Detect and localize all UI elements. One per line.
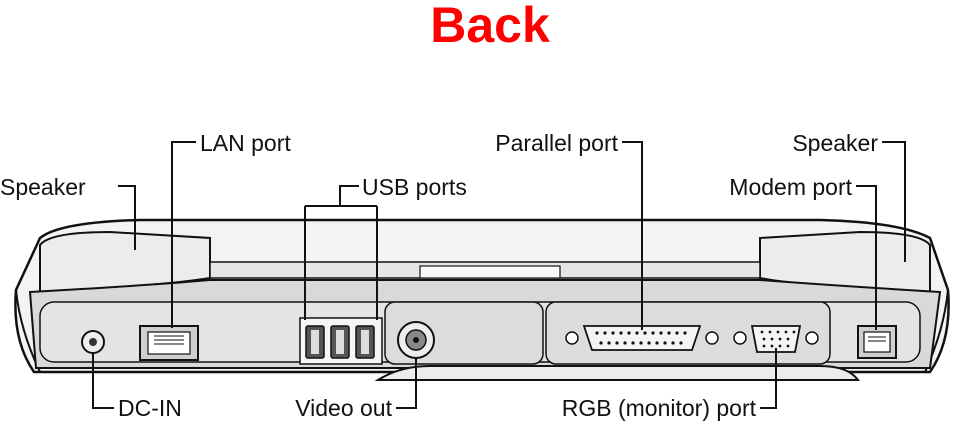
callout-labels: LAN port USB ports Parallel port Speaker… <box>0 130 878 421</box>
diagram-title: Back <box>430 0 550 53</box>
lan-port-label: LAN port <box>200 130 291 156</box>
rgb-port-jack <box>733 325 819 353</box>
modem-port-label: Modem port <box>729 174 852 200</box>
speaker-left-label: Speaker <box>0 174 86 200</box>
parallel-port-label: Parallel port <box>495 130 618 156</box>
rgb-port-label: RGB (monitor) port <box>562 395 757 421</box>
usb-ports-label: USB ports <box>362 174 467 200</box>
lan-port-jack <box>139 325 199 361</box>
dc-in-label: DC-IN <box>118 395 182 421</box>
parallel-port-jack <box>565 325 719 351</box>
usb-ports-jack <box>299 317 383 365</box>
speaker-right-label: Speaker <box>792 130 878 156</box>
dc-in-jack <box>81 330 105 354</box>
stand-foot <box>374 365 860 381</box>
leader-lines <box>92 141 906 409</box>
video-out-label: Video out <box>295 395 392 421</box>
modem-port-jack <box>857 325 897 359</box>
video-out-jack <box>397 321 435 359</box>
